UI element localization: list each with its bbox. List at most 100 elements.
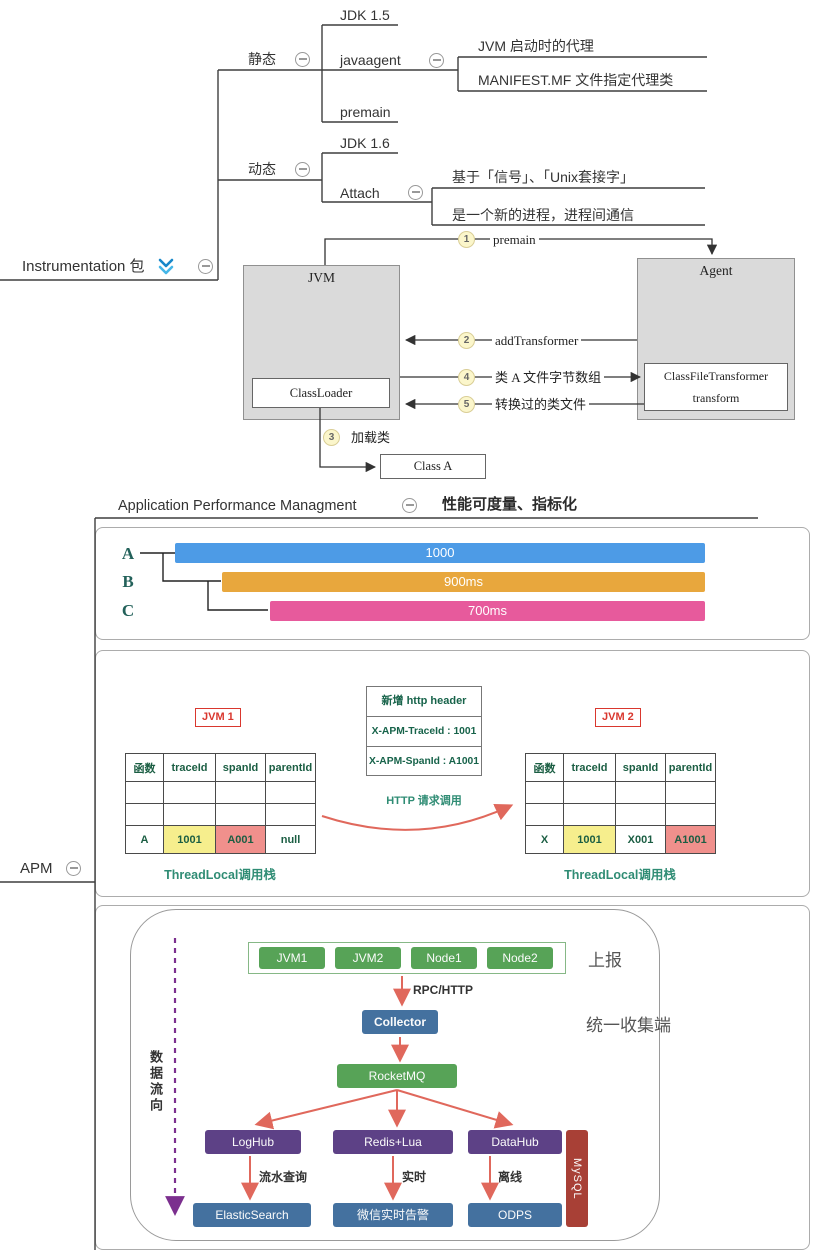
rocketmq-node: RocketMQ <box>337 1064 457 1088</box>
table-cell: A <box>125 825 164 854</box>
loghub-node: LogHub <box>205 1130 301 1154</box>
topic-javaagent-note-1[interactable]: JVM 启动时的代理 <box>478 38 594 54</box>
span-bar-a: 1000 <box>175 543 705 563</box>
table-cell <box>615 781 666 804</box>
jvm1-caption: ThreadLocal调用栈 <box>164 868 276 882</box>
topic-apm-child-note[interactable]: 性能可度量、指标化 <box>442 496 578 513</box>
transform-label: transform <box>692 391 740 405</box>
jvm2-badge: JVM 2 <box>595 708 641 727</box>
table-cell-traceid: 1001 <box>163 825 216 854</box>
source-node2: Node2 <box>487 947 553 969</box>
collapse-button-javaagent[interactable] <box>429 53 444 68</box>
table-header-cell: 函数 <box>525 753 564 782</box>
jvm2-call-stack-table: 函数 traceId spanId parentId X 1001 X001 A… <box>525 753 716 854</box>
table-header-cell: spanId <box>615 753 666 782</box>
jvm-box-label: JVM <box>307 270 335 285</box>
table-cell-parentid: A1001 <box>665 825 716 854</box>
collapse-button-dynamic[interactable] <box>295 162 310 177</box>
table-cell <box>665 803 716 826</box>
branch-label-offline: 离线 <box>498 1170 523 1184</box>
collapse-button-static[interactable] <box>295 52 310 67</box>
report-label: 上报 <box>588 951 622 970</box>
topic-jdk15[interactable]: JDK 1.5 <box>340 7 390 23</box>
step-4-circle: 4 <box>458 369 475 386</box>
mysql-node: MySQL <box>566 1130 588 1227</box>
source-jvm2: JVM2 <box>335 947 401 969</box>
classfiletransformer-label: ClassFileTransformer <box>663 369 769 383</box>
table-cell <box>525 803 564 826</box>
step-3-circle: 3 <box>323 429 340 446</box>
branch-label-realtime: 实时 <box>402 1170 427 1184</box>
topic-javaagent[interactable]: javaagent <box>340 52 401 68</box>
collapse-button-attach[interactable] <box>408 185 423 200</box>
topic-premain[interactable]: premain <box>340 104 391 120</box>
table-cell <box>265 781 316 804</box>
step-2-circle: 2 <box>458 332 475 349</box>
classfiletransformer-box: ClassFileTransformer transform <box>644 363 788 411</box>
span-b-label: B <box>122 572 134 591</box>
span-a-label: A <box>121 544 135 563</box>
table-cell <box>563 803 616 826</box>
topic-instrumentation[interactable]: Instrumentation 包 <box>22 258 145 275</box>
sources-container: JVM1 JVM2 Node1 Node2 <box>248 942 566 974</box>
redis-lua-node: Redis+Lua <box>333 1130 453 1154</box>
table-cell <box>125 781 164 804</box>
odps-node: ODPS <box>468 1203 562 1227</box>
table-header-cell: traceId <box>163 753 216 782</box>
http-header-spanid: X-APM-SpanId : A1001 <box>368 756 480 767</box>
table-header-cell: 函数 <box>125 753 164 782</box>
table-header-cell: parentId <box>665 753 716 782</box>
topic-attach-note-2[interactable]: 是一个新的进程，进程间通信 <box>452 207 634 223</box>
step-4-label: 类 A 文件字节数组 <box>492 369 605 386</box>
http-header-traceid: X-APM-TraceId : 1001 <box>367 717 481 747</box>
collapse-button-apm[interactable] <box>66 861 81 876</box>
topic-javaagent-note-2[interactable]: MANIFEST.MF 文件指定代理类 <box>478 72 674 88</box>
jvm1-badge: JVM 1 <box>195 708 241 727</box>
collector-side-label: 统一收集端 <box>586 1016 671 1035</box>
topic-attach-note-1[interactable]: 基于「信号」、「Unix套接字」 <box>452 169 635 185</box>
collapse-button-apm-child[interactable] <box>402 498 417 513</box>
double-chevron-down-icon <box>158 258 174 275</box>
step-5-circle: 5 <box>458 396 475 413</box>
jvm1-call-stack-table: 函数 traceId spanId parentId A 1001 A001 n… <box>125 753 316 854</box>
agent-box-label: Agent <box>699 263 733 278</box>
table-cell-spanid: X001 <box>615 825 666 854</box>
data-flow-direction-label: 数据流向 <box>148 1050 163 1114</box>
topic-jdk16[interactable]: JDK 1.6 <box>340 135 390 151</box>
step-5-label: 转换过的类文件 <box>492 396 590 413</box>
topic-attach[interactable]: Attach <box>340 185 380 201</box>
table-header-cell: spanId <box>215 753 266 782</box>
table-cell <box>163 781 216 804</box>
span-bar-c: 700ms <box>270 601 705 621</box>
table-cell <box>563 781 616 804</box>
topic-static[interactable]: 静态 <box>248 51 276 67</box>
step-2-label: addTransformer <box>492 332 582 349</box>
table-cell <box>163 803 216 826</box>
topic-dynamic[interactable]: 动态 <box>248 161 276 177</box>
table-cell <box>125 803 164 826</box>
http-call-label: HTTP 请求调用 <box>386 795 462 807</box>
topic-apm[interactable]: APM <box>20 860 53 877</box>
table-cell: X <box>525 825 564 854</box>
jvm2-caption: ThreadLocal调用栈 <box>564 868 676 882</box>
table-header-cell: traceId <box>563 753 616 782</box>
elasticsearch-node: ElasticSearch <box>193 1203 311 1227</box>
wechat-alert-node: 微信实时告警 <box>333 1203 453 1227</box>
table-cell <box>665 781 716 804</box>
table-cell <box>215 803 266 826</box>
collapse-button-instrumentation[interactable] <box>198 259 213 274</box>
source-node1: Node1 <box>411 947 477 969</box>
http-header-title: 新增 http header <box>367 687 481 717</box>
rpc-http-label: RPC/HTTP <box>413 983 473 997</box>
span-bar-b: 900ms <box>222 572 705 592</box>
datahub-node: DataHub <box>468 1130 562 1154</box>
branch-label-query: 流水查询 <box>259 1170 308 1184</box>
topic-apm-child[interactable]: Application Performance Managment <box>118 498 357 514</box>
table-cell-spanid: A001 <box>215 825 266 854</box>
table-cell <box>525 781 564 804</box>
table-header-cell: parentId <box>265 753 316 782</box>
table-cell-parentid: null <box>265 825 316 854</box>
classloader-box: ClassLoader <box>252 378 390 408</box>
table-cell <box>615 803 666 826</box>
